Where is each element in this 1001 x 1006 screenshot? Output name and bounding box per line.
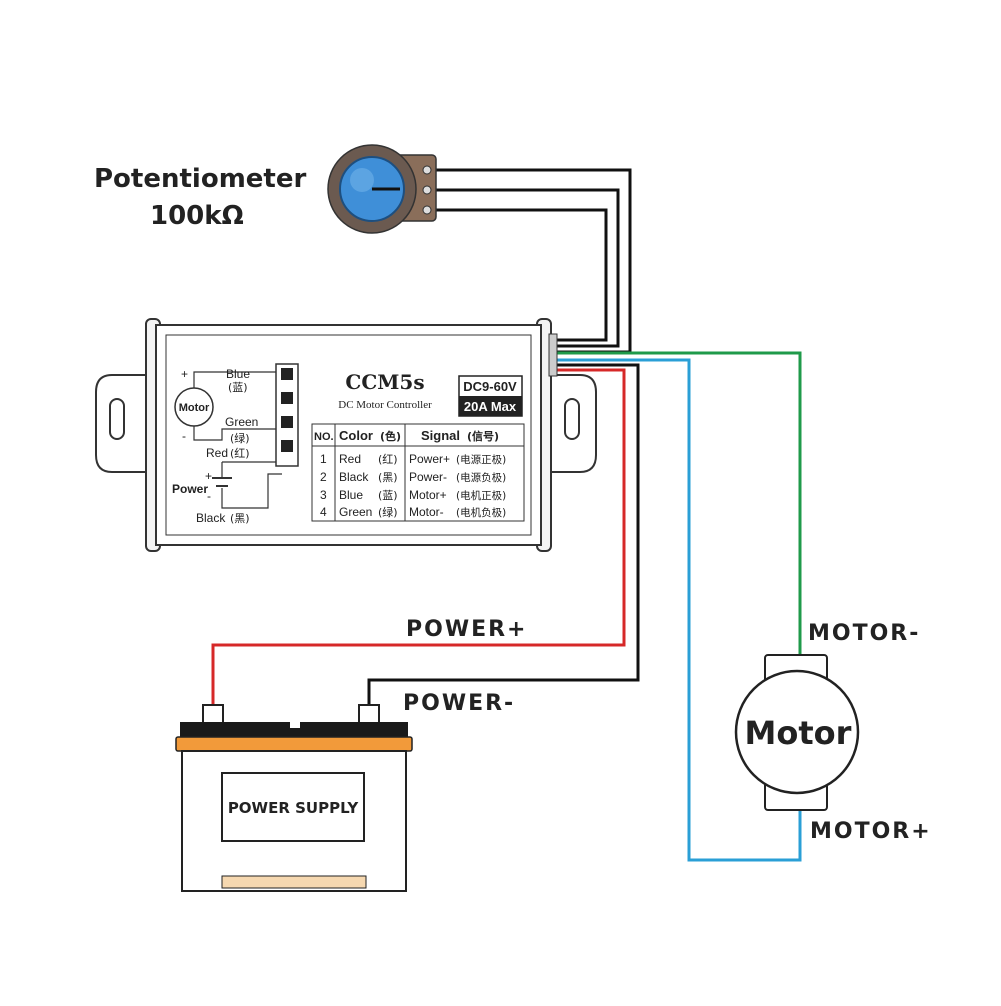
inset-power-plus: +: [205, 469, 212, 483]
table-row: 3 Blue (蓝) Motor+ (电机正极): [320, 488, 506, 502]
table-cell-signal-cn: (电源负极): [456, 471, 506, 484]
green-wire: [555, 351, 802, 655]
inset-green-cn: (绿): [230, 431, 250, 445]
controller: [95, 318, 597, 552]
battery-label-box: [221, 772, 365, 842]
table-cell-signal-cn: (电机负极): [456, 506, 506, 519]
black-wire: [367, 363, 640, 710]
battery-base-strip: [221, 875, 367, 889]
table-cell-no: 2: [320, 470, 327, 484]
pot-pin-1: [422, 165, 432, 175]
spec-current: 20A Max: [464, 399, 517, 414]
inset-black-label: Black: [196, 511, 226, 525]
power-plus-label: POWER+: [406, 617, 528, 642]
table-cell-color: Red: [339, 452, 361, 466]
table-cell-color-cn: (绿): [378, 505, 398, 519]
potentiometer-value: 100kΩ: [150, 201, 244, 231]
table-cell-no: 3: [320, 488, 327, 502]
pot-pin-2: [422, 185, 432, 195]
table-cell-signal: Power+: [409, 452, 450, 466]
table-cell-signal: Power-: [409, 470, 447, 484]
inset-connector-pin-3: [281, 416, 293, 428]
inset-red-label: Red: [206, 446, 228, 460]
table-header-signal: Signal: [421, 428, 460, 443]
inset-motor-minus: -: [182, 429, 186, 443]
controller-model: CCM5s: [345, 370, 424, 394]
table-cell-no: 4: [320, 505, 327, 519]
inset-wire-black: [221, 473, 282, 509]
battery-terminal-minus: [358, 704, 380, 724]
table-cell-color-cn: (黑): [378, 471, 398, 484]
table-cell-color: Blue: [339, 488, 363, 502]
table-cell-signal: Motor-: [409, 505, 444, 519]
table-header-color: Color: [339, 428, 373, 443]
motor: [734, 654, 860, 811]
pinout-table-grid: [311, 423, 525, 522]
inset-red-cn: (红): [230, 447, 250, 460]
table-cell-signal-cn: (电机正极): [456, 489, 506, 502]
controller-label-panel: [165, 334, 532, 536]
table-cell-signal-cn: (电源正极): [456, 453, 506, 466]
pot-wire-3: [432, 208, 608, 342]
inset-power-minus: -: [207, 489, 211, 503]
table-cell-color-cn: (蓝): [378, 489, 398, 502]
battery: [175, 704, 413, 892]
wires: [211, 168, 802, 862]
potentiometer[interactable]: [327, 144, 437, 234]
battery-lid: [180, 722, 408, 738]
potentiometer-knob-highlight: [350, 168, 374, 192]
inset-green-label: Green: [225, 415, 258, 429]
power-minus-label: POWER-: [403, 691, 515, 716]
table-header-no: NO.: [314, 431, 334, 443]
motor-minus-label: MOTOR-: [808, 621, 920, 646]
table-row: 2 Black (黑) Power- (电源负极): [320, 470, 506, 484]
inset-connector-pin-2: [281, 392, 293, 404]
table-row: 1 Red (红) Power+ (电源正极): [320, 452, 506, 466]
motor-body-icon: [734, 669, 860, 795]
inset-connector-pin-1: [281, 368, 293, 380]
potentiometer-label: Potentiometer: [94, 164, 306, 194]
red-wire: [211, 368, 626, 710]
inset-motor-label: Motor: [179, 402, 210, 414]
inset-connector-pin-4: [281, 440, 293, 452]
table-row: 4 Green (绿) Motor- (电机负极): [320, 505, 506, 519]
table-header-color-cn: (色): [380, 429, 401, 443]
blue-wire: [555, 358, 802, 862]
battery-top-band: [175, 736, 413, 752]
motor-label: Motor: [745, 714, 852, 752]
inset-wire-blue: [193, 371, 278, 388]
table-cell-no: 1: [320, 452, 327, 466]
inset-power-label: Power: [172, 482, 208, 496]
slot-left: [109, 398, 125, 440]
battery-label: POWER SUPPLY: [228, 799, 360, 817]
table-cell-color-cn: (红): [378, 453, 398, 466]
wire-exit: [548, 333, 558, 377]
inset-blue-label: Blue: [226, 367, 250, 381]
table-header-signal-cn: (信号): [467, 429, 499, 443]
spec-voltage: DC9-60V: [463, 379, 517, 394]
table-cell-signal: Motor+: [409, 488, 447, 502]
spec-badge-lower: [459, 396, 522, 416]
table-cell-color: Green: [339, 505, 372, 519]
motor-plus-label: MOTOR+: [810, 819, 932, 844]
pot-pin-3: [422, 205, 432, 215]
slot-right: [564, 398, 580, 440]
inset-wire-green: [193, 426, 278, 441]
controller-subtitle: DC Motor Controller: [338, 399, 432, 411]
battery-terminal-plus: [202, 704, 224, 724]
pot-wire-2: [432, 188, 620, 348]
inset-motor-plus: +: [181, 367, 188, 381]
inset-blue-cn: (蓝): [228, 381, 248, 394]
table-cell-color: Black: [339, 470, 369, 484]
inset-black-cn: (黑): [230, 512, 250, 525]
